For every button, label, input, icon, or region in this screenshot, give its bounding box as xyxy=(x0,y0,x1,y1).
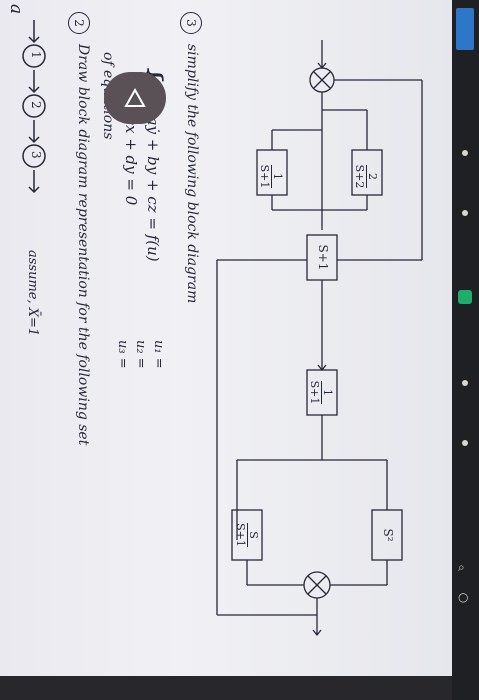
rotated-page: a 1 2 3 assume, X̄=1 2 Draw block diagra… xyxy=(6,4,423,637)
q3-number: 3 xyxy=(180,12,202,34)
q2-text-line1: Draw block diagram representation for th… xyxy=(75,44,91,446)
step-prefix: a xyxy=(6,4,26,15)
assume-note: assume, X̄=1 xyxy=(25,250,40,337)
u2-label: u₂ = xyxy=(133,340,148,369)
circle-icon[interactable]: ○ xyxy=(458,590,469,604)
right-toolbar: ⌕ ○ xyxy=(452,0,479,700)
side-button[interactable] xyxy=(456,8,474,50)
indicator-dot-icon xyxy=(462,150,468,156)
indicator-dot-icon xyxy=(462,380,468,386)
u3-label: u₃ = xyxy=(115,340,130,369)
block-3-label: S+1 xyxy=(316,244,330,271)
indicator-dot-icon xyxy=(462,210,468,216)
u1-label: u₁ = xyxy=(151,340,166,369)
indicator-dot-icon xyxy=(462,440,468,446)
q2-number: 2 xyxy=(68,12,90,34)
q3-text: simplify the following block diagram xyxy=(184,44,200,304)
step-2: 2 xyxy=(29,101,43,109)
step-3: 3 xyxy=(29,151,43,159)
block-6-label: S² xyxy=(381,528,395,542)
triangle-badge-button[interactable] xyxy=(104,72,166,124)
search-icon[interactable]: ⌕ xyxy=(458,560,465,574)
green-app-icon[interactable] xyxy=(458,290,472,304)
triangle-icon xyxy=(124,87,146,107)
step-indicator xyxy=(22,20,46,194)
bottom-taskbar xyxy=(0,676,452,700)
photo-paper: a 1 2 3 assume, X̄=1 2 Draw block diagra… xyxy=(0,0,452,700)
step-1: 1 xyxy=(29,51,43,59)
block-diagram xyxy=(216,40,423,637)
